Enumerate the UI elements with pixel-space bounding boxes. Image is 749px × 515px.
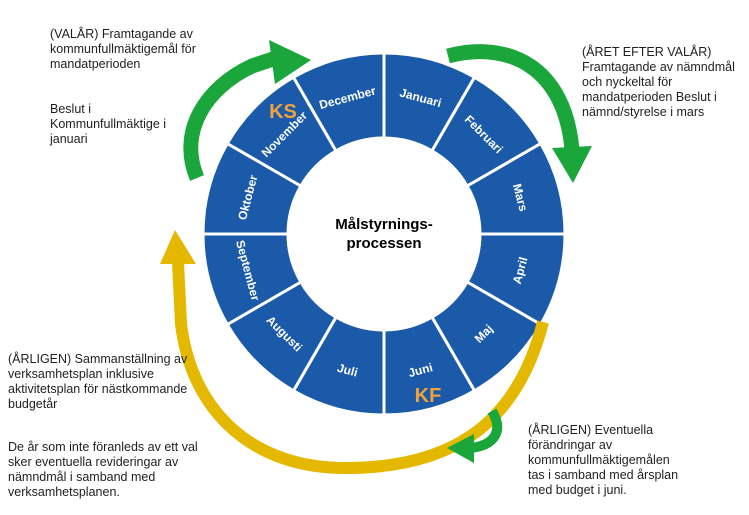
green-arrow-bottom-shaft bbox=[469, 408, 503, 453]
green-arrow-top-left-shaft bbox=[183, 50, 279, 181]
note-year-after-election: (ÅRET EFTER VALÅR) Framtagande av nämndm… bbox=[582, 30, 742, 135]
ks-marker: KS bbox=[269, 101, 297, 123]
month-ring bbox=[201, 51, 567, 417]
green-arrow-top-left-head bbox=[269, 40, 311, 84]
yellow-arrow-head bbox=[160, 230, 196, 264]
green-arrow-bottom-head bbox=[447, 434, 474, 463]
center-title-line1: Målstyrnings- bbox=[335, 216, 433, 233]
note-yearly-goal-changes: (ÅRLIGEN) Eventuella förändringar av kom… bbox=[528, 408, 708, 513]
note-yearly-goal-changes-text: (ÅRLIGEN) Eventuella förändringar av kom… bbox=[528, 423, 679, 497]
center-hub bbox=[288, 138, 480, 330]
kf-marker: KF bbox=[415, 385, 442, 407]
note-yearly-plan: (ÅRLIGEN) Sammanställning av verksamhets… bbox=[8, 337, 213, 515]
note-election-year-decision: Beslut i Kommunfullmäktige i januari bbox=[50, 102, 167, 146]
month-label-april: April bbox=[510, 255, 531, 285]
green-arrow-top-right-shaft bbox=[446, 44, 580, 151]
note-yearly-plan-revisions: De år som inte föranleds av ett val sker… bbox=[8, 440, 198, 499]
note-election-year-text: (VALÅR) Framtagande av kommunfullmäktige… bbox=[50, 27, 196, 71]
yellow-arrow-shaft bbox=[172, 261, 549, 475]
green-arrow-top-right-head bbox=[552, 146, 592, 183]
month-label-juli: Juli bbox=[336, 361, 360, 380]
month-label-juni: Juni bbox=[407, 360, 434, 380]
note-yearly-plan-text: (ÅRLIGEN) Sammanställning av verksamhets… bbox=[8, 352, 188, 411]
note-year-after-election-text: (ÅRET EFTER VALÅR) Framtagande av nämndm… bbox=[582, 45, 735, 119]
center-title-line2: processen bbox=[346, 235, 421, 252]
process-diagram: JanuariFebruariMarsAprilMajJuniJuliAugus… bbox=[160, 40, 592, 475]
note-election-year: (VALÅR) Framtagande av kommunfullmäktige… bbox=[50, 12, 215, 162]
